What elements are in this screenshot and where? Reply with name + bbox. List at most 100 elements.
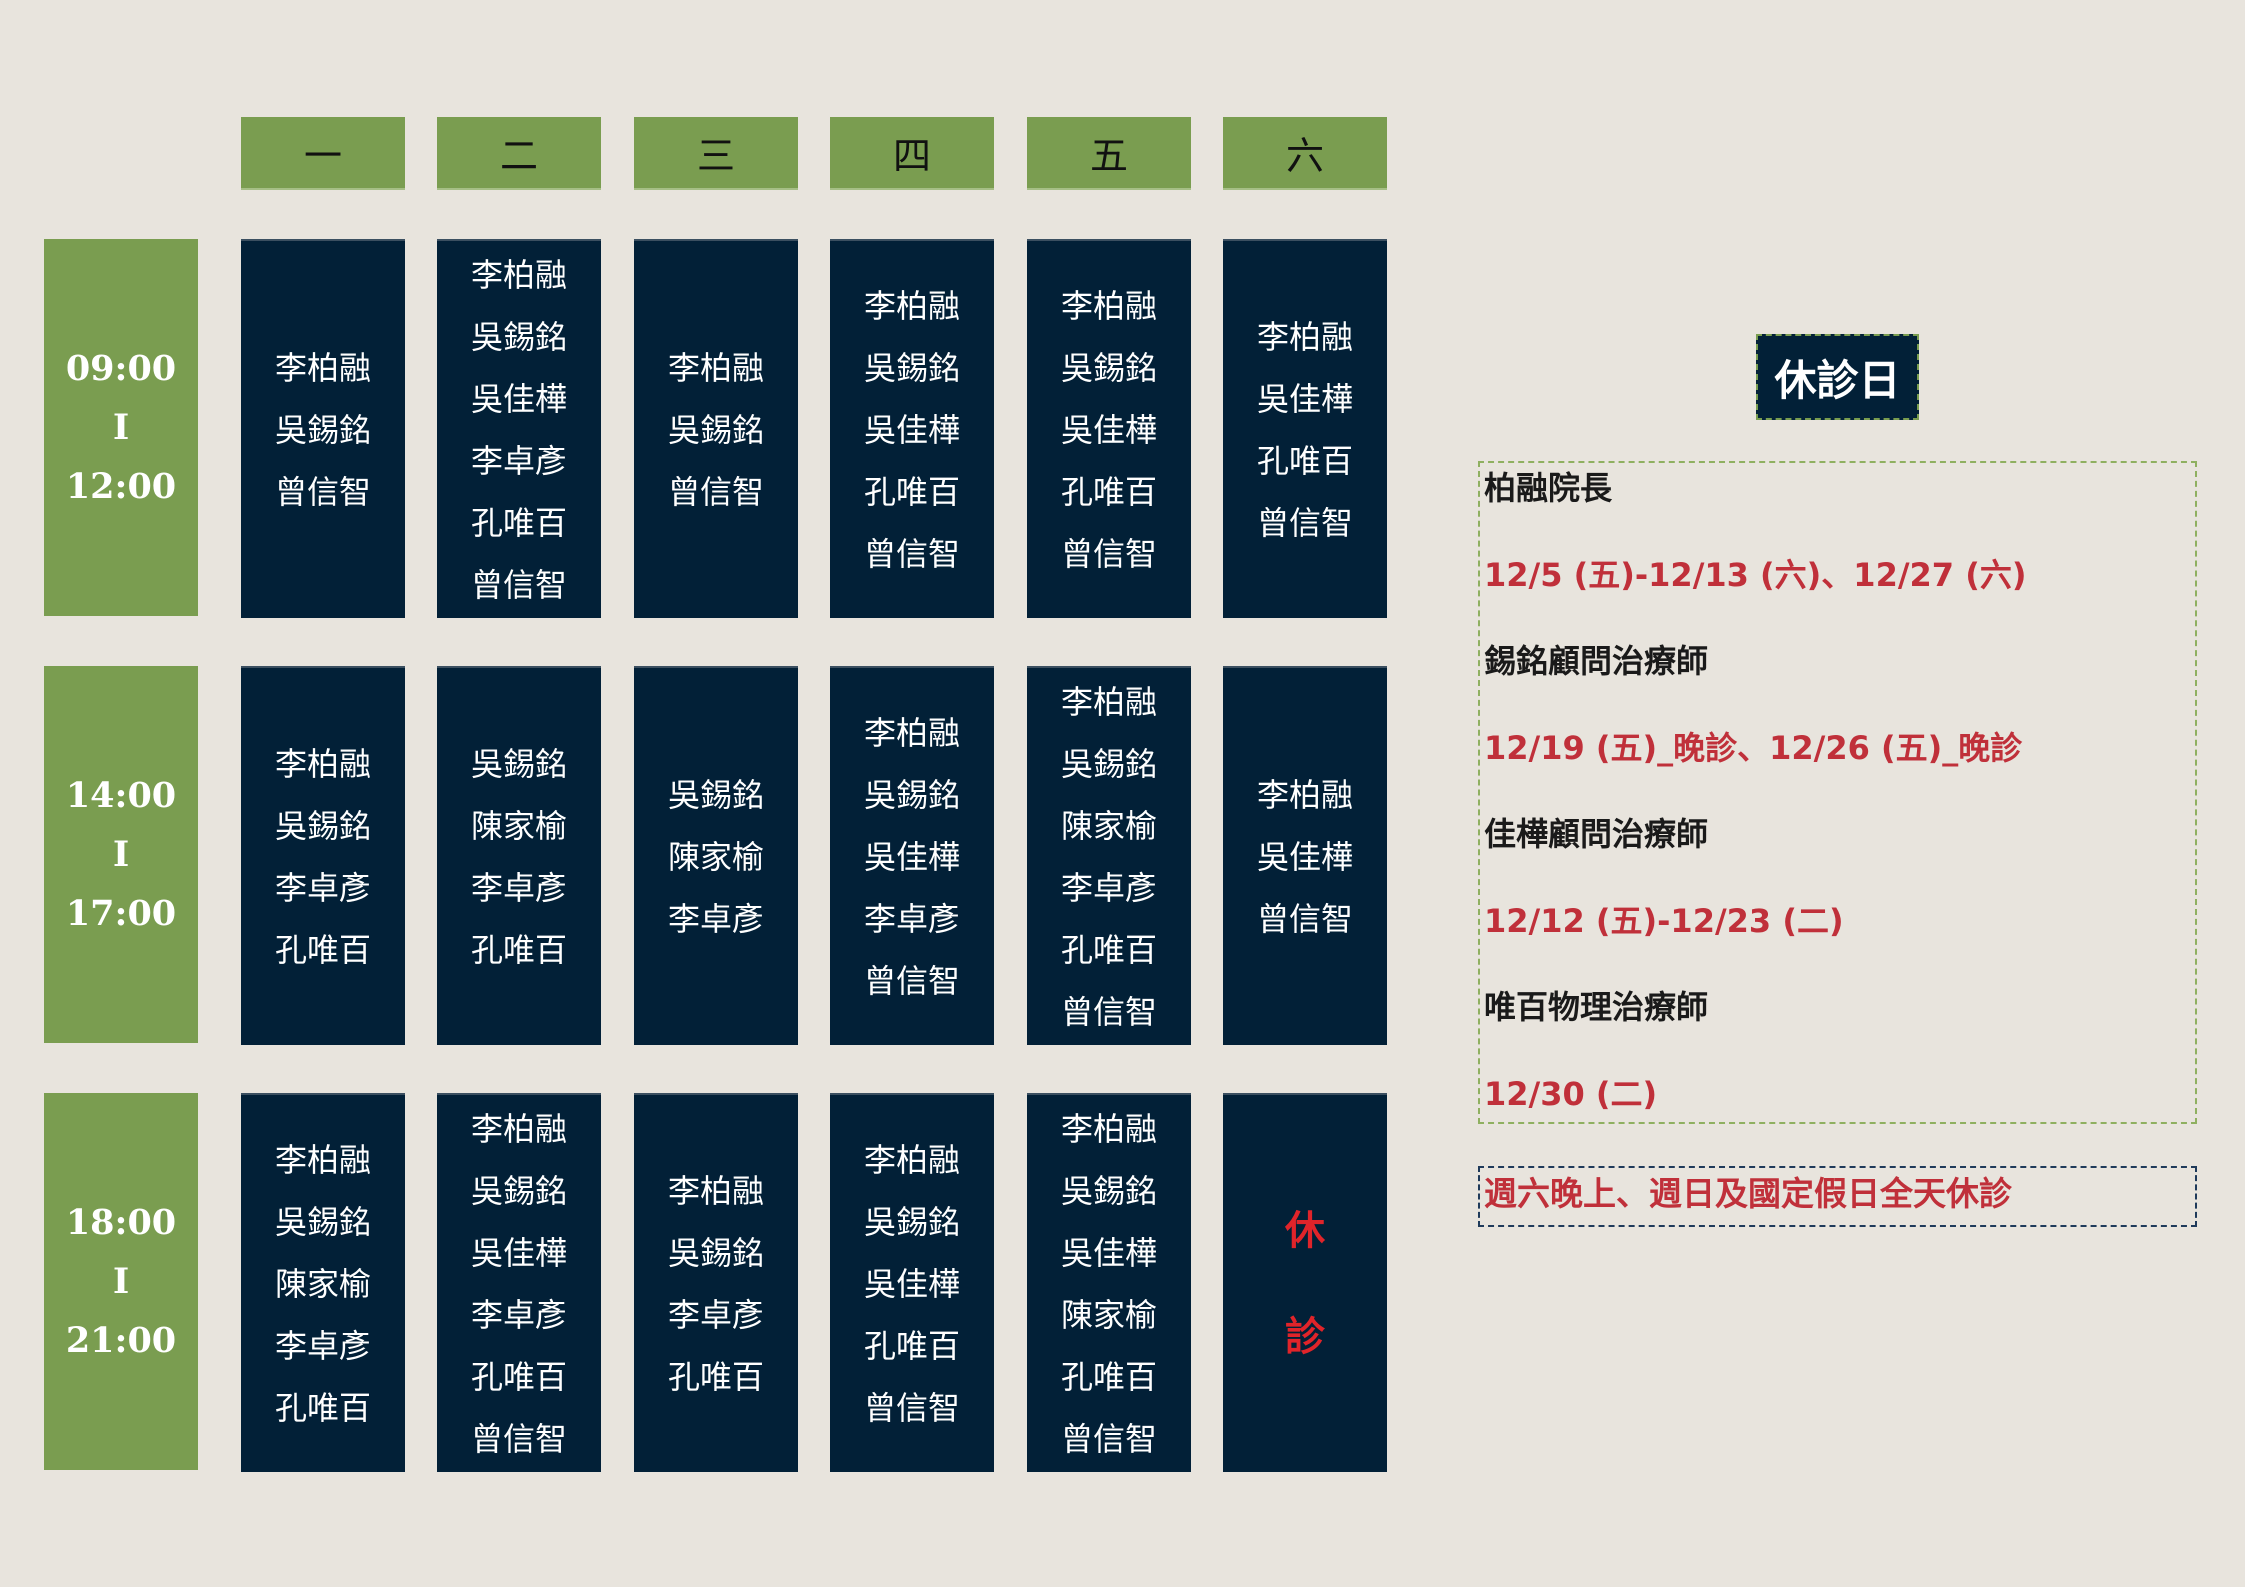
therapist-name: 李柏融 bbox=[274, 1140, 371, 1179]
therapist-name: 孔唯百 bbox=[667, 1357, 764, 1396]
therapist-name: 吳錫銘 bbox=[274, 1202, 371, 1241]
day-header: 三 bbox=[634, 117, 798, 190]
therapist-name: 孔唯百 bbox=[470, 930, 567, 969]
therapist-name: 李卓彥 bbox=[274, 1326, 371, 1365]
therapist-name: 陳家榆 bbox=[470, 806, 567, 845]
therapist-name: 李柏融 bbox=[863, 713, 960, 752]
schedule-cell: 李柏融吳錫銘吳佳樺孔唯百曾信智 bbox=[830, 239, 994, 618]
therapist-name: 吳佳樺 bbox=[470, 1233, 567, 1272]
closed-label: 診 bbox=[1285, 1313, 1325, 1360]
day-header: 四 bbox=[830, 117, 994, 190]
therapist-name: 吳錫銘 bbox=[1060, 744, 1157, 783]
therapist-name: 吳錫銘 bbox=[667, 410, 764, 449]
therapist-name: 吳錫銘 bbox=[470, 1171, 567, 1210]
schedule-cell: 李柏融吳錫銘吳佳樺孔唯百曾信智 bbox=[1027, 239, 1191, 618]
therapist-name: 曾信智 bbox=[470, 1419, 567, 1458]
time-separator: I bbox=[112, 834, 130, 875]
therapist-name: 李卓彥 bbox=[274, 868, 371, 907]
therapist-name: 孔唯百 bbox=[274, 930, 371, 969]
schedule-cell: 李柏融吳錫銘陳家榆李卓彥孔唯百曾信智 bbox=[1027, 666, 1191, 1045]
therapist-name: 吳佳樺 bbox=[863, 1264, 960, 1303]
therapist-name: 吳錫銘 bbox=[1060, 1171, 1157, 1210]
therapist-name: 吳錫銘 bbox=[667, 775, 764, 814]
schedule-cell: 李柏融吳錫銘陳家榆李卓彥孔唯百 bbox=[241, 1093, 405, 1472]
schedule-cell: 吳錫銘陳家榆李卓彥 bbox=[634, 666, 798, 1045]
therapist-name: 李柏融 bbox=[863, 1140, 960, 1179]
therapist-name: 孔唯百 bbox=[863, 1326, 960, 1365]
therapist-name: 李柏融 bbox=[1256, 317, 1353, 356]
end-time: 21:00 bbox=[65, 1320, 177, 1361]
schedule-cell: 李柏融吳佳樺曾信智 bbox=[1223, 666, 1387, 1045]
therapist-name: 曾信智 bbox=[863, 961, 960, 1000]
therapist-name: 吳佳樺 bbox=[863, 837, 960, 876]
staff-name: 唯百物理治療師 bbox=[1484, 988, 1709, 1026]
therapist-name: 吳錫銘 bbox=[863, 1202, 960, 1241]
end-time: 12:00 bbox=[65, 466, 177, 507]
therapist-name: 吳錫銘 bbox=[863, 775, 960, 814]
therapist-name: 李柏融 bbox=[274, 744, 371, 783]
therapist-name: 李柏融 bbox=[1060, 682, 1157, 721]
therapist-name: 孔唯百 bbox=[274, 1388, 371, 1427]
start-time: 09:00 bbox=[65, 348, 177, 389]
therapist-name: 李卓彥 bbox=[470, 441, 567, 480]
start-time: 18:00 bbox=[65, 1202, 177, 1243]
therapist-name: 吳佳樺 bbox=[863, 410, 960, 449]
therapist-name: 陳家榆 bbox=[1060, 806, 1157, 845]
therapist-name: 吳佳樺 bbox=[1256, 837, 1353, 876]
schedule-cell: 李柏融吳錫銘李卓彥孔唯百 bbox=[241, 666, 405, 1045]
therapist-name: 孔唯百 bbox=[1256, 441, 1353, 480]
therapist-name: 吳佳樺 bbox=[1060, 1233, 1157, 1272]
therapist-name: 曾信智 bbox=[1060, 534, 1157, 573]
therapist-name: 李卓彥 bbox=[1060, 868, 1157, 907]
therapist-name: 孔唯百 bbox=[863, 472, 960, 511]
therapist-name: 吳佳樺 bbox=[1256, 379, 1353, 418]
therapist-name: 李卓彥 bbox=[667, 899, 764, 938]
therapist-name: 吳錫銘 bbox=[274, 410, 371, 449]
staff-name: 錫銘顧問治療師 bbox=[1484, 642, 1709, 680]
therapist-name: 李柏融 bbox=[1060, 286, 1157, 325]
schedule-cell: 李柏融吳錫銘吳佳樺李卓彥孔唯百曾信智 bbox=[437, 239, 601, 618]
staff-name: 佳樺顧問治療師 bbox=[1484, 815, 1709, 853]
therapist-name: 孔唯百 bbox=[1060, 930, 1157, 969]
schedule-cell: 李柏融吳錫銘曾信智 bbox=[241, 239, 405, 618]
therapist-name: 李柏融 bbox=[274, 348, 371, 387]
day-header: 一 bbox=[241, 117, 405, 190]
therapist-name: 曾信智 bbox=[1256, 503, 1353, 542]
therapist-name: 吳錫銘 bbox=[470, 744, 567, 783]
time-separator: I bbox=[112, 1261, 130, 1302]
therapist-name: 孔唯百 bbox=[470, 1357, 567, 1396]
therapist-name: 曾信智 bbox=[667, 472, 764, 511]
staff-name: 柏融院長 bbox=[1484, 469, 1613, 507]
therapist-name: 李柏融 bbox=[1256, 775, 1353, 814]
therapist-name: 李柏融 bbox=[667, 1171, 764, 1210]
therapist-name: 孔唯百 bbox=[1060, 472, 1157, 511]
therapist-name: 吳錫銘 bbox=[1060, 348, 1157, 387]
therapist-name: 曾信智 bbox=[470, 565, 567, 604]
therapist-name: 李卓彥 bbox=[667, 1295, 764, 1334]
therapist-name: 李柏融 bbox=[1060, 1109, 1157, 1148]
schedule-cell: 李柏融吳錫銘吳佳樺李卓彥孔唯百曾信智 bbox=[437, 1093, 601, 1472]
schedule-cell-closed: 休診 bbox=[1223, 1093, 1387, 1472]
therapist-name: 孔唯百 bbox=[1060, 1357, 1157, 1396]
therapist-name: 曾信智 bbox=[863, 534, 960, 573]
closed-days-title: 休診日 bbox=[1756, 334, 1919, 420]
schedule-cell: 李柏融吳錫銘曾信智 bbox=[634, 239, 798, 618]
schedule-cell: 李柏融吳錫銘吳佳樺李卓彥曾信智 bbox=[830, 666, 994, 1045]
time-separator: I bbox=[112, 407, 130, 448]
therapist-name: 李柏融 bbox=[863, 286, 960, 325]
therapist-name: 曾信智 bbox=[274, 472, 371, 511]
closed-days-list: 柏融院長 12/5 (五)-12/13 (六)、12/27 (六) 錫銘顧問治療… bbox=[1478, 461, 2197, 1124]
therapist-name: 吳佳樺 bbox=[470, 379, 567, 418]
therapist-name: 吳錫銘 bbox=[274, 806, 371, 845]
therapist-name: 曾信智 bbox=[1256, 899, 1353, 938]
therapist-name: 李卓彥 bbox=[863, 899, 960, 938]
schedule-cell: 李柏融吳佳樺孔唯百曾信智 bbox=[1223, 239, 1387, 618]
therapist-name: 李柏融 bbox=[667, 348, 764, 387]
therapist-name: 曾信智 bbox=[863, 1388, 960, 1427]
therapist-name: 曾信智 bbox=[1060, 992, 1157, 1031]
schedule-cell: 吳錫銘陳家榆李卓彥孔唯百 bbox=[437, 666, 601, 1045]
day-header: 二 bbox=[437, 117, 601, 190]
therapist-name: 吳錫銘 bbox=[667, 1233, 764, 1272]
therapist-name: 陳家榆 bbox=[667, 837, 764, 876]
